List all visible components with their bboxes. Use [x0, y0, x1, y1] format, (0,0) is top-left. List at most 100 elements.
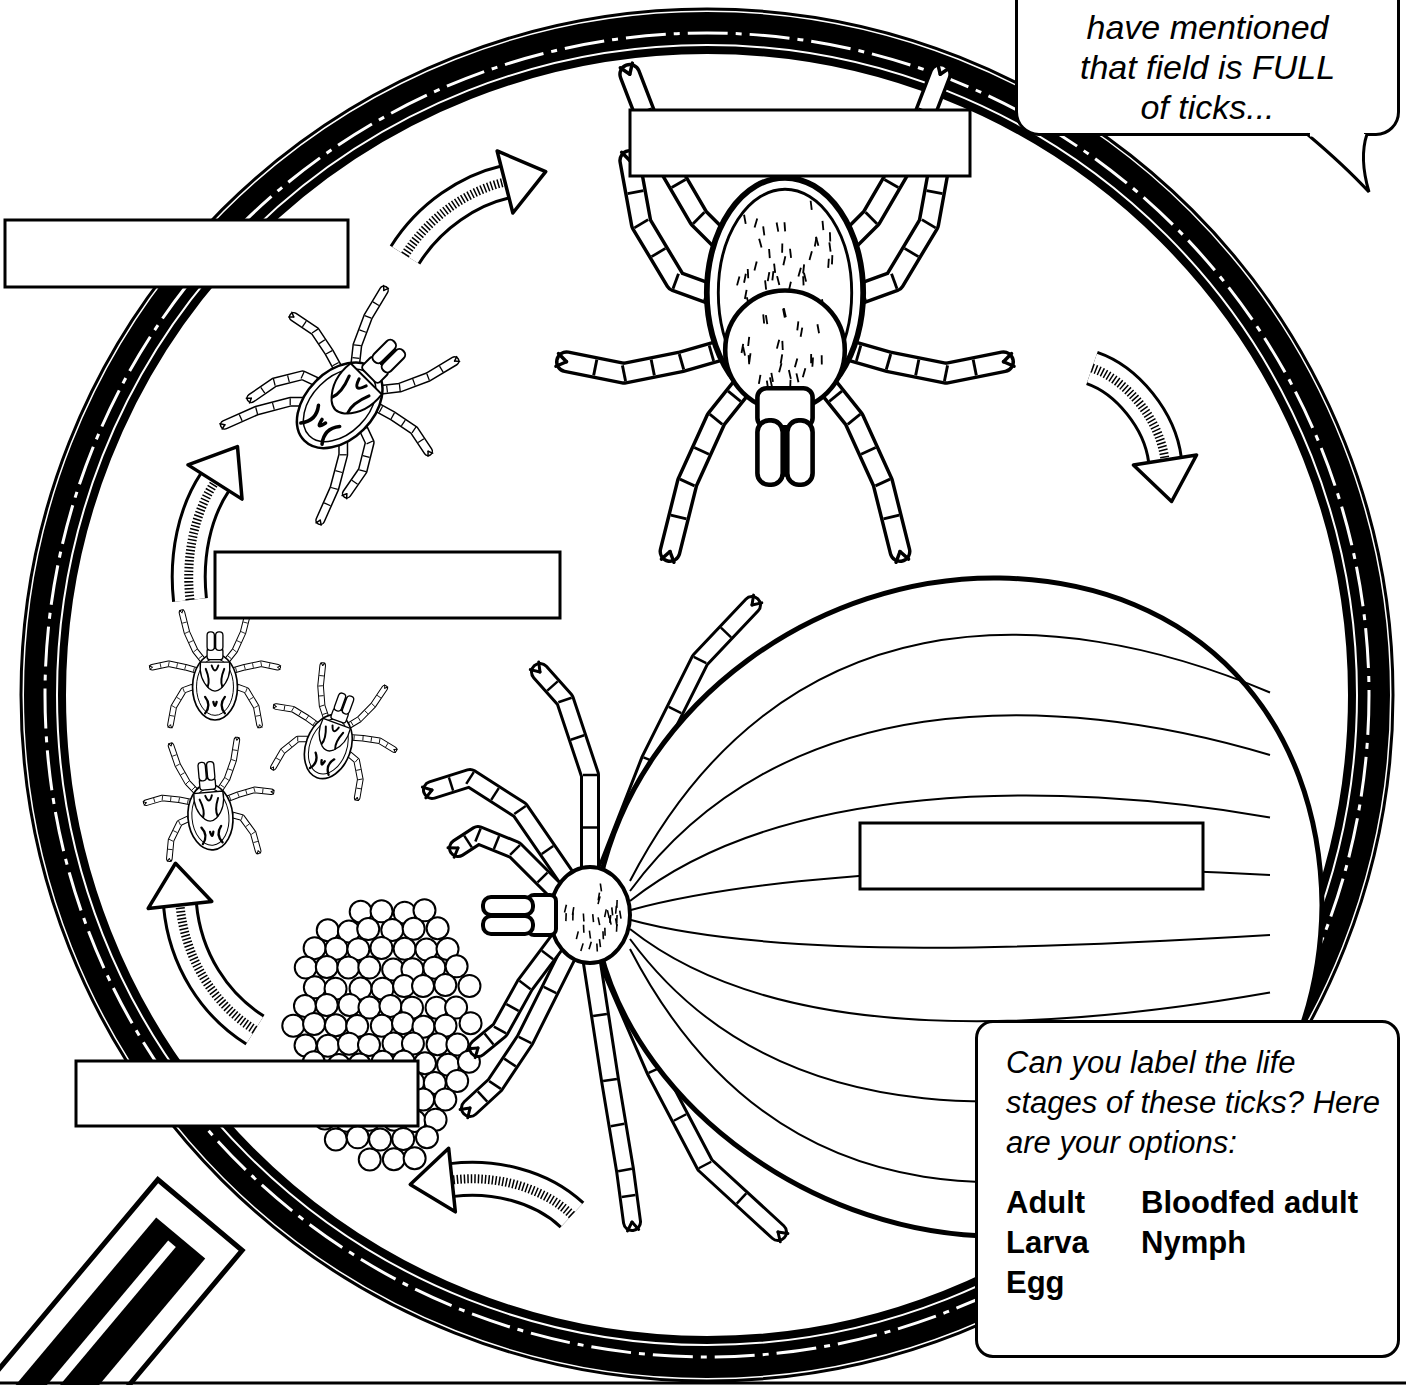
larva-tick [182, 613, 206, 664]
adult-tick [817, 324, 819, 333]
adult-tick [831, 255, 833, 264]
bloodfed-tick [630, 796, 1270, 901]
tick-eggs [282, 899, 481, 1170]
larva-tick [319, 674, 324, 677]
nymph-tick [426, 451, 431, 456]
nymph-tick [373, 301, 379, 307]
adult-tick [672, 179, 686, 187]
nymph-tick [331, 485, 338, 492]
adult-tick [770, 377, 772, 386]
adult-tick [827, 259, 829, 268]
bloodfed-tick [464, 836, 472, 848]
adult-tick [916, 360, 919, 376]
larva-tick [182, 610, 183, 613]
larva-tick [313, 718, 351, 755]
bloodfed-tick [539, 662, 540, 672]
nymph-tick [340, 451, 347, 458]
larva-tick [296, 708, 361, 785]
cycle-arrow [405, 151, 546, 255]
adult-tick [829, 242, 830, 251]
answer-box [215, 552, 560, 618]
nymph-tick [287, 398, 294, 405]
larva-tick [183, 688, 185, 692]
larva-tick [180, 773, 184, 775]
bloodfed-tick [449, 777, 453, 790]
bloodfed-tick [603, 1079, 617, 1081]
larva-tick [193, 649, 197, 652]
nymph-tick [455, 359, 460, 364]
bloodfed-tick [483, 897, 533, 915]
bloodfed-tick [599, 939, 600, 947]
nymph-tick [319, 339, 325, 345]
larva-tick [364, 711, 369, 714]
adult-tick [777, 222, 779, 231]
larva-tick [378, 738, 380, 743]
adult-tick [759, 375, 761, 384]
bloodfed-tick [737, 1193, 746, 1203]
magnifier-handle [7, 1240, 175, 1385]
larva-tick [213, 740, 241, 793]
bloodfed-tick [519, 1037, 532, 1043]
adult-tick [755, 219, 758, 228]
bloodfed-tick [571, 735, 584, 739]
bloodfed-tick [583, 826, 597, 829]
larva-tick [233, 649, 237, 652]
answer-option: Larva [1006, 1223, 1141, 1263]
speech-tail [1307, 134, 1369, 192]
larva-tick [370, 737, 372, 742]
larva-tick [246, 790, 247, 795]
adult-tick [856, 345, 860, 360]
cycle-arrow [180, 905, 255, 1030]
adult-tick [710, 414, 723, 424]
adult-tick [779, 363, 781, 372]
bloodfed-tick [721, 628, 731, 638]
bloodfed-tick [460, 1108, 470, 1109]
larva-tick [193, 667, 194, 671]
larva-tick [246, 688, 248, 692]
larva-tick [353, 735, 356, 740]
speech-text: have mentioned that field is FULL of tic… [1067, 7, 1349, 127]
cycle-arrow [1092, 368, 1165, 460]
larva-tick [237, 738, 240, 740]
adult-tick [829, 232, 831, 241]
bloodfed-tick [583, 925, 585, 933]
nymph-tick [199, 252, 493, 546]
tick-eggs [358, 957, 380, 979]
tick-eggs [412, 975, 434, 997]
adult-tick [811, 201, 812, 210]
larva-tick [206, 666, 224, 687]
larva-tick [185, 665, 186, 669]
adult-tick [670, 373, 753, 551]
tick-eggs [359, 1148, 381, 1170]
larva-tick [306, 716, 309, 721]
adult-tick [784, 222, 787, 231]
adult-tick [940, 68, 949, 75]
larva-tick [182, 622, 186, 623]
larva-tick [241, 815, 243, 819]
larva-tick [244, 665, 245, 669]
adult-tick [762, 314, 765, 323]
cycle-arrow [189, 482, 215, 600]
cycle-arrow [497, 151, 546, 213]
adult-tick [884, 179, 898, 187]
adult-tick [754, 262, 756, 271]
larva-tick [179, 821, 181, 825]
larva-tick [233, 749, 238, 751]
bloodfed-tick [540, 672, 590, 880]
tick-eggs [427, 917, 449, 939]
cycle-arrow [189, 482, 215, 600]
adult-tick [759, 239, 761, 248]
adult-tick [798, 268, 800, 277]
adult-tick [652, 248, 666, 256]
cycle-arrow [189, 482, 215, 600]
adult-tick [670, 373, 753, 551]
adult-tick [737, 277, 739, 286]
larva-tick [200, 662, 230, 691]
nymph-tick [299, 372, 305, 378]
larva-tick [276, 758, 281, 760]
bloodfed-tick [485, 1034, 494, 1045]
adult-tick [795, 358, 797, 367]
larva-tick [271, 792, 274, 795]
larva-tick [254, 788, 255, 793]
